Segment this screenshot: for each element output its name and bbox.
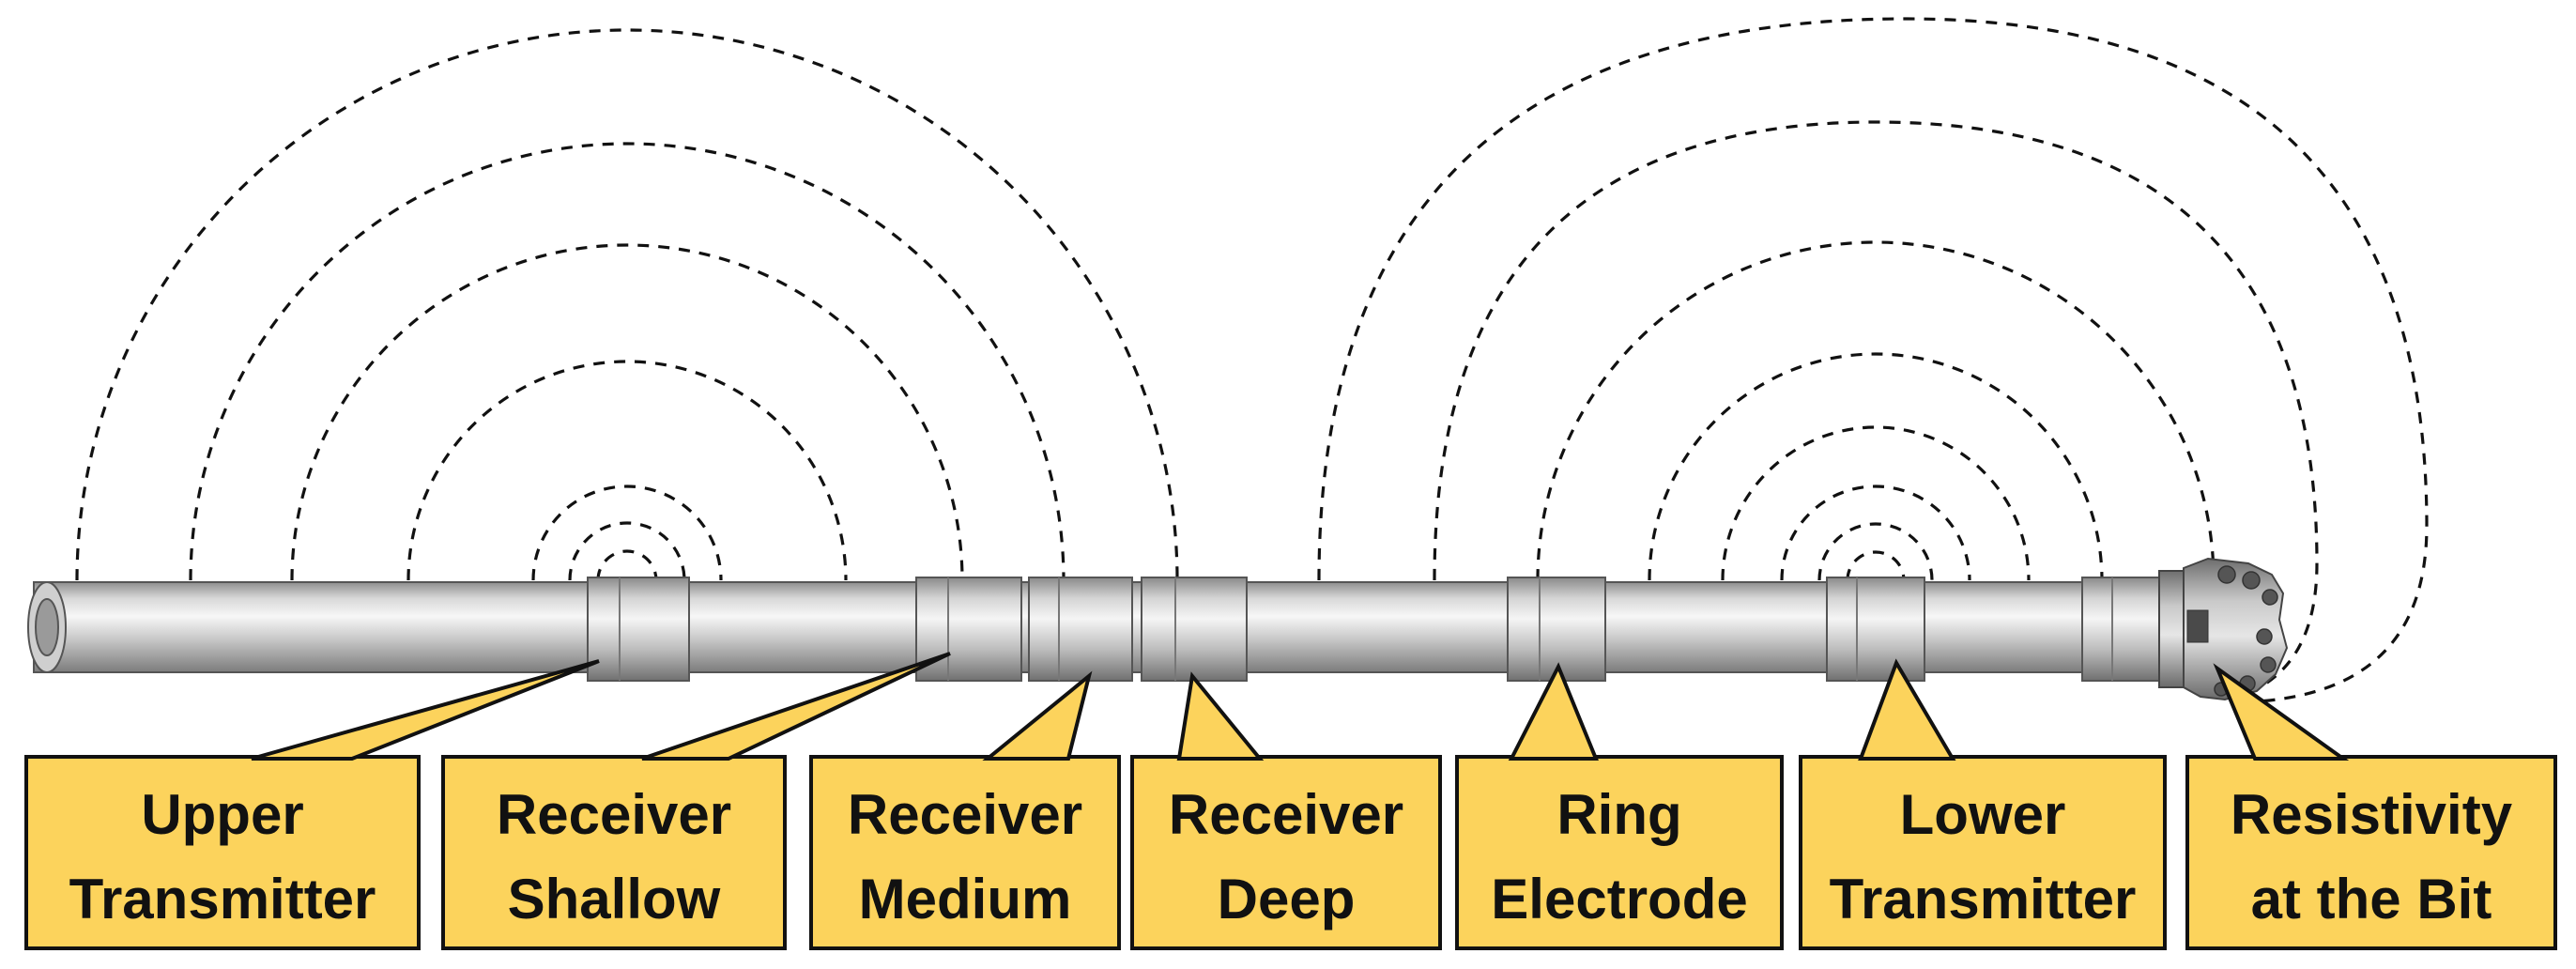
callout-label-line2: Shallow [508, 868, 721, 931]
callout-receiver-deep: Receiver Deep [1130, 671, 1442, 950]
callout-pointer [1858, 658, 1956, 761]
upper-field-line-5 [290, 243, 964, 581]
upper-field-line-1 [596, 549, 658, 581]
callout-label-line1: Upper [141, 783, 303, 846]
callout-box [2185, 755, 2557, 950]
callout-lower-transmitter: Lower Transmitter [1799, 658, 2167, 950]
bit-cutter [2217, 565, 2236, 584]
bit-nozzle-grid [2186, 609, 2209, 643]
pipe-bore [35, 598, 59, 656]
callout-pointer [1176, 671, 1265, 761]
lower-field-line-2 [1817, 522, 1934, 581]
bit-cutter [2242, 571, 2261, 590]
lower-field-line-3 [1780, 484, 1971, 581]
callout-receiver-medium: Receiver Medium [809, 670, 1121, 950]
upper-field-line-6 [189, 142, 1066, 581]
callout-box [24, 755, 421, 950]
receiver-medium-ring [1028, 577, 1133, 682]
lower-field-line-6 [1536, 240, 2216, 581]
ring-electrode-ring [1507, 577, 1606, 682]
lower-field-line-4 [1721, 425, 2031, 581]
callout-label-line2: Deep [1218, 868, 1356, 931]
callout-pointer [641, 652, 951, 761]
callout-upper-transmitter: Upper Transmitter [24, 659, 600, 950]
lower-field-line-8 [1317, 17, 2429, 704]
callout-label-line1: Receiver [497, 783, 731, 846]
callout-pointer [2213, 663, 2350, 761]
lower-transmitter-ring [1826, 577, 1925, 682]
callout-box [809, 755, 1121, 950]
callout-label-line2: Transmitter [69, 868, 376, 931]
callout-box [1799, 755, 2167, 950]
callout-pointer [1508, 662, 1599, 761]
bit-cutter [2260, 656, 2277, 673]
receiver-shallow-ring [915, 577, 1022, 682]
lower-field-line-7 [1433, 120, 2319, 701]
drill-bit [2158, 557, 2289, 701]
callout-label-line2: Transmitter [1830, 868, 2137, 931]
bit-cutter [2256, 628, 2273, 645]
lower-field-line-1 [1846, 550, 1906, 581]
callout-label-line1: Ring [1556, 783, 1681, 846]
tool-string [27, 577, 2194, 682]
upper-field-line-4 [406, 360, 848, 581]
callout-label-line2: Electrode [1491, 868, 1747, 931]
callout-label-line1: Receiver [1169, 783, 1403, 846]
callout-receiver-shallow: Receiver Shallow [441, 652, 951, 950]
callout-label-line2: Medium [859, 868, 1072, 931]
callout-label-line2: at the Bit [2251, 868, 2492, 931]
callout-box [1130, 755, 1442, 950]
upper-field-line-2 [568, 521, 686, 581]
callout-pointer [251, 659, 600, 761]
receiver-deep-ring [1141, 577, 1248, 682]
upper-transmitter-ring [587, 577, 690, 682]
callout-resistivity-at-bit: Resistivity at the Bit [2185, 663, 2557, 950]
upper-field-line-7 [75, 28, 1179, 581]
callout-ring-electrode: Ring Electrode [1455, 662, 1784, 950]
callout-box [1455, 755, 1784, 950]
lower-field-lines [1317, 17, 2429, 704]
callout-label-line1: Receiver [848, 783, 1082, 846]
upper-field-line-3 [531, 484, 723, 581]
callout-label-line1: Resistivity [2231, 783, 2513, 846]
callout-box [441, 755, 787, 950]
lower-field-line-5 [1648, 352, 2104, 581]
callout-pointer [982, 670, 1093, 761]
bit-cutter [2262, 589, 2278, 606]
callout-label-line1: Lower [1900, 783, 2066, 846]
upper-field-lines [75, 28, 1179, 581]
